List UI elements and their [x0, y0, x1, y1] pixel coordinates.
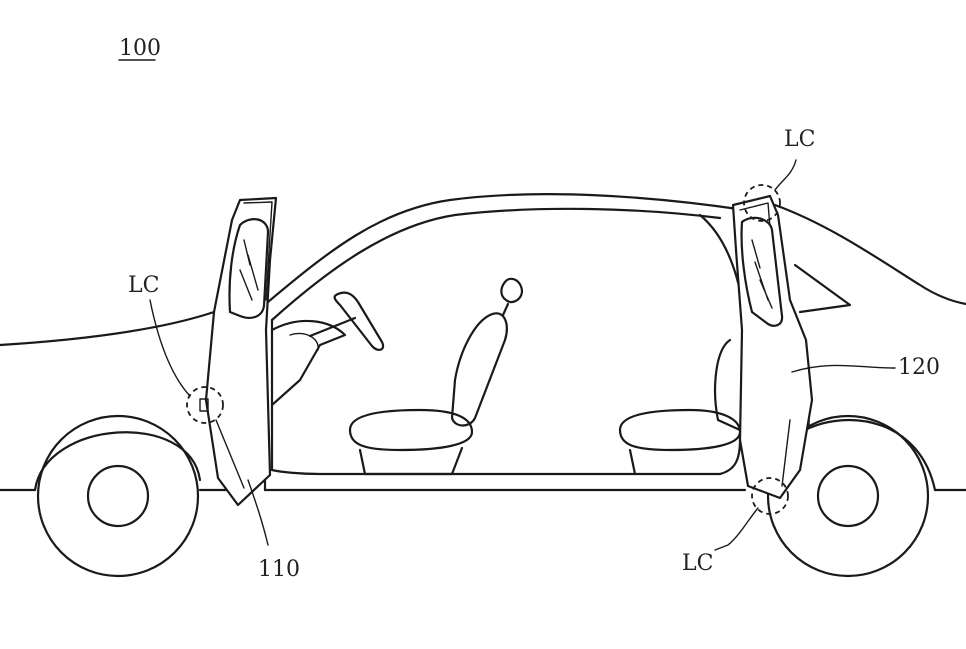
steering-wheel	[308, 291, 385, 352]
figure-ref-number: 100	[119, 36, 161, 61]
front-door-callout: 110	[247, 479, 300, 582]
lc-left-label: LC	[128, 273, 159, 298]
rear-wheel	[766, 414, 937, 578]
rear-door-label: 120	[898, 355, 940, 380]
front-seat	[348, 277, 524, 476]
front-door	[204, 196, 278, 507]
dashboard	[270, 319, 347, 407]
lc-bottom-right-marker: LC	[682, 477, 789, 576]
rear-door	[731, 194, 814, 500]
front-door-label: 110	[258, 557, 300, 582]
lc-left-marker: LC	[128, 273, 224, 424]
lc-bottom-right-label: LC	[682, 551, 713, 576]
lc-top-right-marker: LC	[743, 127, 815, 222]
lc-top-right-label: LC	[784, 127, 815, 152]
hood-line	[0, 310, 216, 347]
rear-door-callout: 120	[791, 355, 940, 380]
rear-seat	[618, 338, 742, 476]
front-wheel	[33, 414, 202, 578]
